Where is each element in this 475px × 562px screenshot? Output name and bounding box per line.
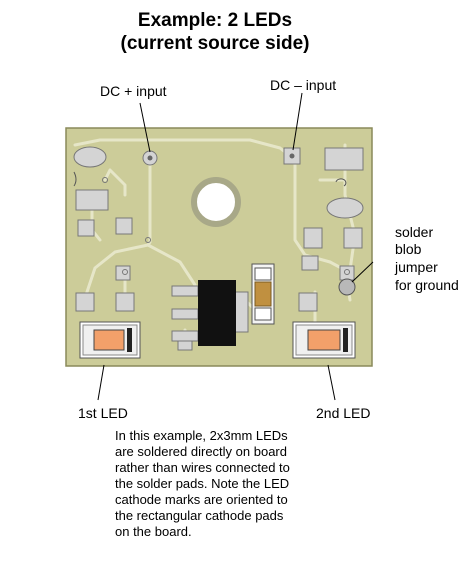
rect-pad-left [75,189,109,211]
rect-pad-top-right [324,147,364,171]
label-led-2: 2nd LED [316,405,371,421]
oval-pad-left [73,146,107,168]
note-line: rather than wires connected to [115,460,290,475]
label-solder-blob-3: jumper [395,259,438,275]
led-1 [79,321,141,359]
note-line: the solder pads. Note the LED [115,476,290,491]
leader-lines [97,92,374,401]
led-2 [292,321,356,359]
resistor [251,263,275,325]
solder-blob [338,278,356,296]
label-solder-blob-2: blob [395,241,422,257]
regulator-ic [171,280,249,346]
label-solder-blob-4: for ground [395,277,459,293]
mounting-hole [191,177,241,227]
label-led-1: 1st LED [78,405,128,421]
label-dc-minus: DC – input [270,77,337,93]
label-solder-blob-1: solder [395,224,434,240]
note-line: on the board. [115,524,192,539]
label-dc-plus: DC + input [100,83,167,99]
explanation-note: In this example, 2x3mm LEDs are soldered… [115,428,330,540]
note-line: In this example, 2x3mm LEDs [115,428,288,443]
note-line: the rectangular cathode pads [115,508,284,523]
oval-pad-right [326,197,364,219]
title-line-2: (current source side) [120,33,310,54]
title-line-1: Example: 2 LEDs [137,10,293,31]
note-line: are soldered directly on board [115,444,287,459]
note-line: cathode marks are oriented to [115,492,288,507]
